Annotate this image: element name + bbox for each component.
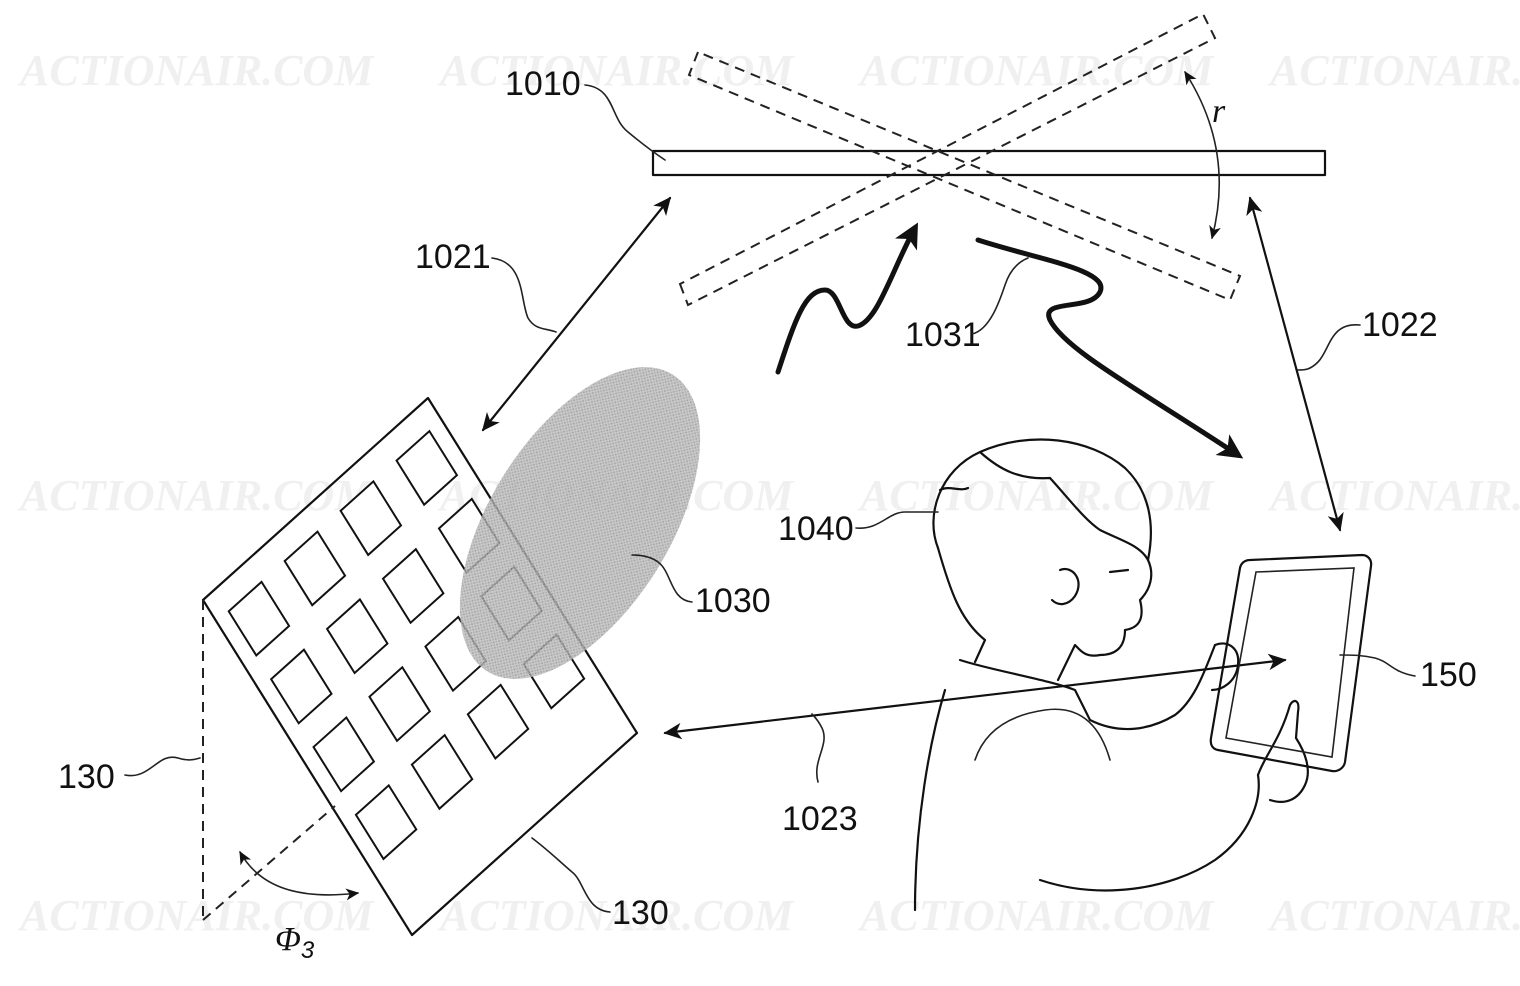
- panel-cell: [269, 648, 333, 725]
- link-panel-device-arrow: [663, 653, 1287, 740]
- device-leader: [1339, 654, 1416, 677]
- user-left-arm: [1088, 643, 1217, 731]
- panel-cell: [354, 783, 418, 861]
- user-label: 1040: [778, 510, 854, 548]
- rotation-label: r: [1212, 93, 1226, 130]
- reflector-leader-line: [584, 84, 666, 161]
- user-ear: [1050, 567, 1080, 606]
- watermark-text: ACTIONAIR.COM: [437, 891, 795, 940]
- panel-cell: [410, 733, 474, 811]
- panel-cell: [283, 530, 347, 607]
- user-figure: 1040: [778, 438, 1309, 912]
- user-shoulder-shade: [974, 708, 1111, 761]
- panel-label-left: 130: [58, 758, 115, 796]
- rotation-arrow: [1184, 70, 1221, 240]
- tablet-body: [1209, 553, 1373, 773]
- watermark-text: ACTIONAIR.COM: [17, 471, 375, 520]
- user-right-hand: [1256, 699, 1309, 803]
- link-reflector-device-label: 1022: [1362, 306, 1438, 344]
- panel-cell: [466, 683, 530, 760]
- link-panel-device-leader: [811, 713, 825, 783]
- signal-path-leader: [971, 257, 1029, 335]
- user-left-hand: [1210, 642, 1240, 692]
- reflector: r: [651, 12, 1327, 307]
- tilt-angle-subscript: 3: [301, 937, 315, 964]
- user-collar: [958, 658, 1092, 722]
- user-neck-back: [936, 546, 987, 664]
- user-leader: [855, 511, 939, 529]
- link-panel-reflector-leader: [491, 257, 557, 333]
- watermark-text: ACTIONAIR.COM: [1267, 471, 1520, 520]
- panel-cell: [395, 429, 459, 507]
- device-label: 150: [1420, 656, 1477, 694]
- user-eye: [1108, 568, 1130, 574]
- watermark-text: ACTIONAIR.COM: [857, 891, 1215, 940]
- reflector-label: 1010: [505, 65, 581, 103]
- panel-cell: [325, 597, 389, 675]
- user-back: [913, 688, 947, 912]
- link-reflector-device-arrow: [1246, 196, 1344, 532]
- reflector-surface: [651, 149, 1327, 177]
- reflector-rotated-position-b: [678, 12, 1217, 307]
- tablet-screen: [1225, 567, 1355, 758]
- watermark-text: ACTIONAIR.COM: [17, 46, 375, 95]
- link-panel-reflector-label: 1021: [415, 238, 491, 276]
- signal-path-incoming: [775, 222, 919, 375]
- watermark-text: ACTIONAIR.COM: [1267, 46, 1520, 95]
- watermark-text: ACTIONAIR.COM: [857, 46, 1215, 95]
- watermark: ACTIONAIR.COM ACTIONAIR.COM ACTIONAIR.CO…: [17, 46, 1520, 940]
- watermark-text: ACTIONAIR.COM: [17, 891, 375, 940]
- panel-bottom-leader: [531, 837, 611, 913]
- link-panel-device-label: 1023: [782, 800, 858, 838]
- panel-outline: [201, 396, 639, 937]
- tablet-device: 150: [1209, 553, 1477, 773]
- link-panel-reflector-arrow: [481, 196, 672, 432]
- panel-label-bottom: 130: [612, 894, 669, 932]
- panel-cell: [381, 547, 445, 625]
- panel-cell: [312, 716, 376, 793]
- user-right-arm: [1038, 773, 1260, 892]
- user-hair-tuft: [938, 486, 970, 492]
- signal-path-outgoing: [975, 237, 1244, 459]
- signal-path-label: 1031: [905, 316, 981, 354]
- tilt-angle-label: Φ3: [275, 921, 315, 964]
- watermark-text: ACTIONAIR.COM: [1267, 891, 1520, 940]
- tilt-angle-symbol: Φ: [275, 921, 301, 958]
- panel-left-leader: [124, 756, 201, 777]
- beam-lobe: [459, 367, 701, 679]
- link-reflector-device-leader: [1297, 324, 1361, 371]
- beam-label: 1030: [695, 582, 771, 620]
- watermark-text: ACTIONAIR.COM: [437, 46, 795, 95]
- tilt-angle-arrow: [239, 850, 360, 901]
- panel-cell: [368, 665, 432, 743]
- panel-cell: [339, 479, 403, 557]
- panel-cell: [227, 580, 291, 657]
- beam-leader: [631, 554, 693, 603]
- user-hair-line: [978, 450, 1150, 562]
